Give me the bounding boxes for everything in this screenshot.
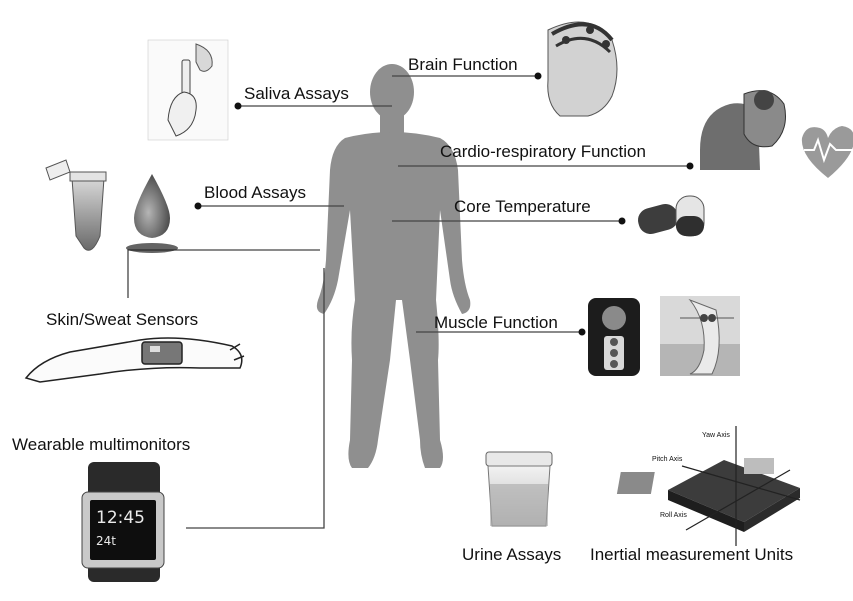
saliva-sample-icon [148, 40, 228, 140]
label-saliva-assays: Saliva Assays [244, 84, 349, 104]
label-inertial-measurement-units: Inertial measurement Units [590, 545, 793, 565]
blood-tube-icon [46, 160, 106, 250]
blood-drop-icon [126, 174, 178, 253]
brain-eeg-head-icon [548, 22, 617, 116]
label-cardio-respiratory-function: Cardio-respiratory Function [440, 142, 646, 162]
heart-rate-icon [802, 126, 853, 178]
label-brain-function: Brain Function [408, 55, 518, 75]
label-blood-assays: Blood Assays [204, 183, 306, 203]
imu-roll-axis-label: Roll Axis [660, 512, 687, 519]
skin-sweat-arm-icon [26, 338, 244, 382]
cardio-mask-icon [700, 90, 786, 170]
label-muscle-function: Muscle Function [434, 313, 558, 333]
muscle-leg-electrodes-icon [660, 296, 740, 376]
watch-temperature: 24t [96, 534, 116, 548]
human-body-silhouette [317, 64, 470, 468]
urine-cup-icon [486, 452, 552, 526]
label-core-temperature: Core Temperature [454, 197, 591, 217]
label-skin-sweat-sensors: Skin/Sweat Sensors [46, 310, 198, 330]
label-urine-assays: Urine Assays [462, 545, 561, 565]
imu-pitch-axis-label: Pitch Axis [652, 456, 682, 463]
imu-board-icon [617, 426, 800, 546]
label-wearable-multimonitors: Wearable multimonitors [12, 435, 190, 455]
watch-time: 12:45 [96, 508, 145, 528]
skin-sweat-connector [128, 250, 320, 298]
imu-yaw-axis-label: Yaw Axis [702, 432, 730, 439]
core-temperature-pill-icon [635, 196, 704, 237]
wearable-connector [186, 268, 324, 528]
muscle-sensor-device-icon [588, 298, 640, 376]
